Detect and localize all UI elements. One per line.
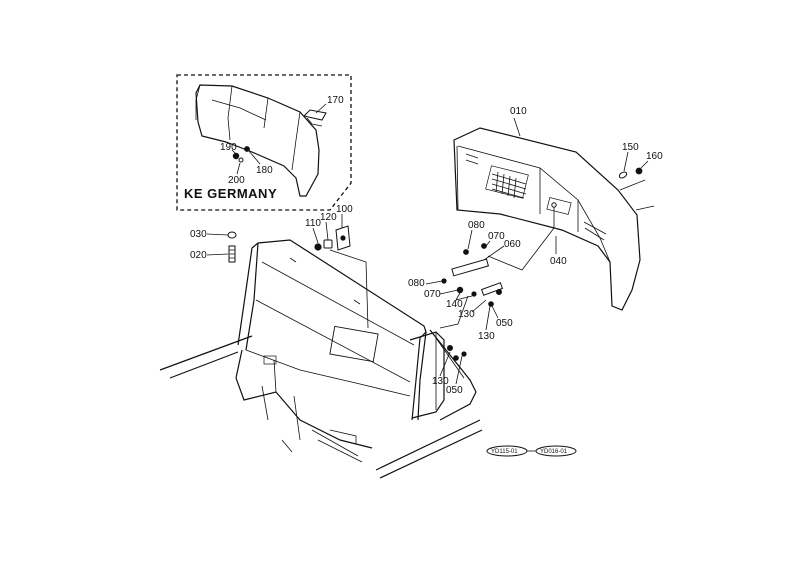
callout-100: 100 [336,204,353,215]
screw-030 [227,231,237,239]
dashboard-panel [235,239,427,421]
callouts: 010 030 020 110 120 100 080 070 060 080 … [190,106,663,396]
callout-160: 160 [646,151,663,162]
callout-120: 120 [320,212,337,223]
inset-callouts: 170 190 180 200 KE GERMANY [184,95,344,201]
callout-200: 200 [228,175,245,186]
callout-010: 010 [510,106,527,117]
bracket-100-assembly [314,225,369,329]
reference-codes: YD115-01 YD016-01 [486,445,577,457]
bolt-020 [228,245,236,263]
callout-130-lower: 130 [478,331,495,342]
ke-germany-note: KE GERMANY [184,186,277,201]
bolts-150-160 [618,167,643,179]
callout-020: 020 [190,250,207,261]
callout-190: 190 [220,142,237,153]
callout-130-bottom: 130 [432,376,449,387]
callout-150: 150 [622,142,639,153]
reference-code-1: YD115-01 [491,449,518,455]
callout-140: 140 [446,299,463,310]
callout-050-bottom: 050 [446,385,463,396]
callout-080-top: 080 [468,220,485,231]
callout-050-upper: 050 [496,318,513,329]
callout-170: 170 [327,95,344,106]
side-support [409,331,445,419]
callout-080-left: 080 [408,278,425,289]
callout-060: 060 [504,239,521,250]
callout-030: 030 [190,229,207,240]
callout-180: 180 [256,165,273,176]
inset-hood-drawing [195,84,327,197]
callout-130-upper: 130 [458,309,475,320]
inset-box [176,74,352,211]
hood-grille [491,171,527,199]
callout-070-top: 070 [488,231,505,242]
hood-cover [453,127,655,311]
hinge-assembly [439,227,555,361]
reference-code-2: YD016-01 [540,449,568,455]
callout-110: 110 [305,218,321,229]
callout-070-left: 070 [424,289,441,300]
floor-and-steps [159,329,483,479]
callout-040: 040 [550,256,567,267]
